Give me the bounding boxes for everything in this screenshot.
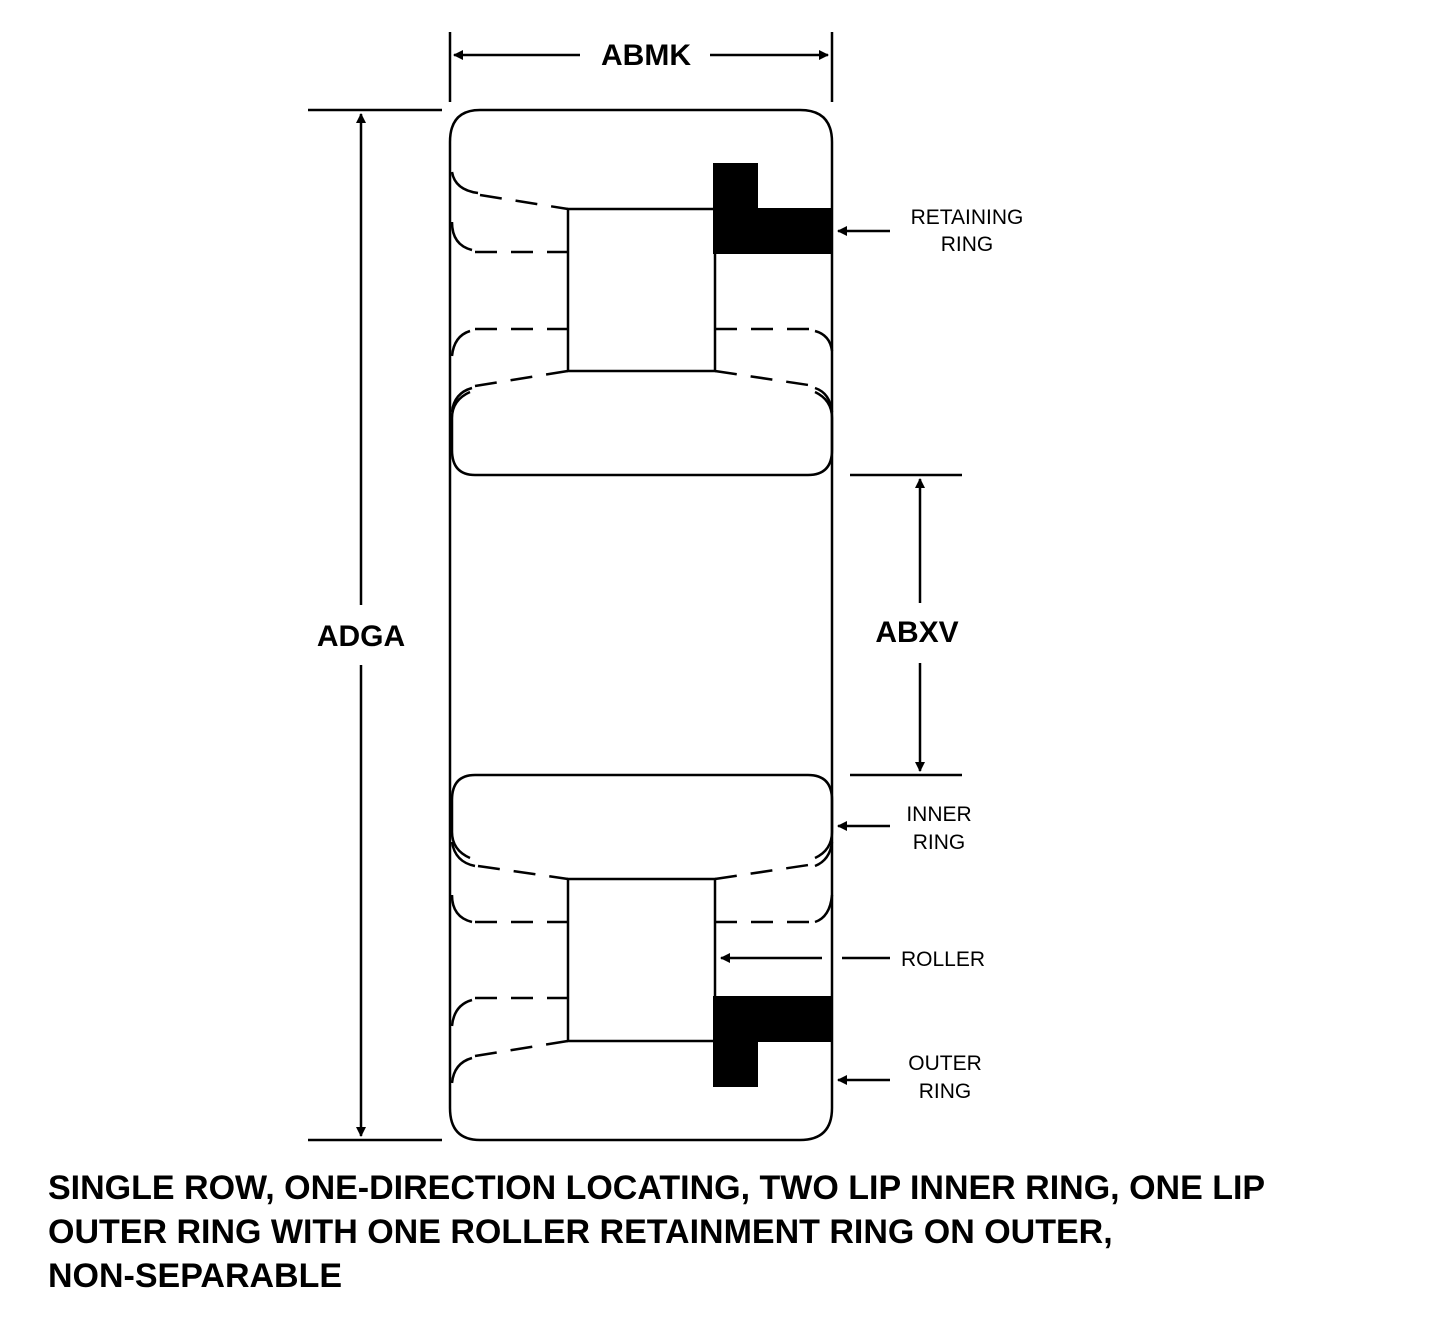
outer-ring-label-line2: RING [919,1080,972,1103]
height-dimension [308,108,442,1142]
bearing-description: SINGLE ROW, ONE-DIRECTION LOCATING, TWO … [48,1166,1428,1298]
description-line-1: SINGLE ROW, ONE-DIRECTION LOCATING, TWO … [48,1169,1266,1207]
inner-ring-label-line2: RING [913,831,966,854]
top-outer-ring-left [450,171,479,195]
outer-ring-label-line1: OUTER [908,1052,982,1075]
bore-dimension [850,473,962,777]
hidden-lines [474,193,816,1058]
retaining-ring-label-line1: RETAINING [911,206,1024,229]
description-line-3: NON-SEPARABLE [48,1257,343,1295]
roller-label: ROLLER [901,948,985,971]
description-line-2: OUTER RING WITH ONE ROLLER RETAINMENT RI… [48,1213,1113,1251]
width-label: ABMK [601,39,691,72]
bottom-retaining-ring [713,996,832,1087]
inner-ring-label-line1: INNER [906,803,971,826]
bearing-outline [448,108,834,1142]
top-inner-ring [450,390,834,477]
bore-label: ABXV [875,616,958,649]
top-roller [566,207,717,373]
bottom-roller [566,877,717,1043]
leader-arrows [720,226,890,1085]
top-retaining-ring [713,163,832,254]
bearing-body [448,108,834,1142]
width-dimension [448,32,834,102]
bottom-inner-ring [450,773,834,860]
retaining-ring-label-line2: RING [941,233,994,256]
height-label: ADGA [317,620,405,653]
